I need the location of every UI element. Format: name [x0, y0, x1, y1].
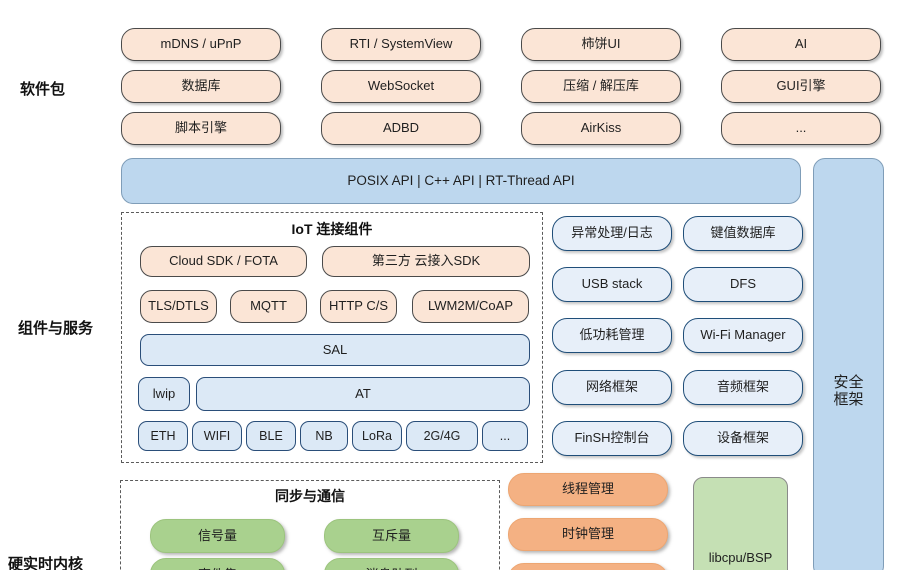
iot-at-box: AT: [196, 377, 530, 411]
security-framework-label: 安全 框架: [833, 374, 864, 409]
sync-box: 消息队列: [324, 558, 459, 570]
api-bar: POSIX API | C++ API | RT-Thread API: [121, 158, 801, 204]
package-box: AI: [721, 28, 881, 61]
side-label-components-services: 组件与服务: [18, 320, 94, 337]
iot-link-box: 2G/4G: [406, 421, 478, 451]
iot-third-party-sdk-box: 第三方 云接入SDK: [322, 246, 530, 277]
service-box: 音频框架: [683, 370, 803, 405]
side-label-realtime-kernel: 硬实时内核: [8, 556, 84, 570]
iot-link-box: NB: [300, 421, 348, 451]
package-box: 压缩 / 解压库: [521, 70, 681, 103]
sync-group-border: [120, 480, 500, 570]
iot-protocol-box: LWM2M/CoAP: [412, 290, 529, 323]
service-box: 键值数据库: [683, 216, 803, 251]
package-box: 数据库: [121, 70, 281, 103]
libcpu-bsp-box: libcpu/BSP: [693, 477, 788, 570]
iot-link-box: BLE: [246, 421, 296, 451]
package-box: mDNS / uPnP: [121, 28, 281, 61]
iot-group-title: IoT 连接组件: [291, 221, 373, 237]
sync-group-title: 同步与通信: [275, 488, 345, 504]
iot-lwip-box: lwip: [138, 377, 190, 411]
service-box: DFS: [683, 267, 803, 302]
sync-box: 互斥量: [324, 519, 459, 553]
iot-link-box: ETH: [138, 421, 188, 451]
package-box: GUI引擎: [721, 70, 881, 103]
iot-protocol-box: MQTT: [230, 290, 307, 323]
iot-cloud-sdk-box: Cloud SDK / FOTA: [140, 246, 307, 277]
iot-group-border: [121, 212, 543, 463]
package-box: ADBD: [321, 112, 481, 145]
sync-box: 事件集: [150, 558, 285, 570]
package-box: ...: [721, 112, 881, 145]
package-box: WebSocket: [321, 70, 481, 103]
security-framework-bar: 安全 框架: [813, 158, 884, 570]
service-box: 低功耗管理: [552, 318, 672, 353]
sync-box: 信号量: [150, 519, 285, 553]
iot-sal-box: SAL: [140, 334, 530, 366]
mgmt-box-partial: [508, 563, 668, 570]
service-box: Wi-Fi Manager: [683, 318, 803, 353]
service-box: FinSH控制台: [552, 421, 672, 456]
package-box: AirKiss: [521, 112, 681, 145]
package-box: 柿饼UI: [521, 28, 681, 61]
package-box: RTI / SystemView: [321, 28, 481, 61]
service-box: USB stack: [552, 267, 672, 302]
service-box: 设备框架: [683, 421, 803, 456]
iot-protocol-box: TLS/DTLS: [140, 290, 217, 323]
iot-protocol-box: HTTP C/S: [320, 290, 397, 323]
mgmt-box: 时钟管理: [508, 518, 668, 551]
mgmt-box: 线程管理: [508, 473, 668, 506]
package-box: 脚本引擎: [121, 112, 281, 145]
iot-link-box: WIFI: [192, 421, 242, 451]
service-box: 网络框架: [552, 370, 672, 405]
iot-link-box: LoRa: [352, 421, 402, 451]
iot-link-box: ...: [482, 421, 528, 451]
service-box: 异常处理/日志: [552, 216, 672, 251]
side-label-software-packages: 软件包: [20, 81, 66, 98]
